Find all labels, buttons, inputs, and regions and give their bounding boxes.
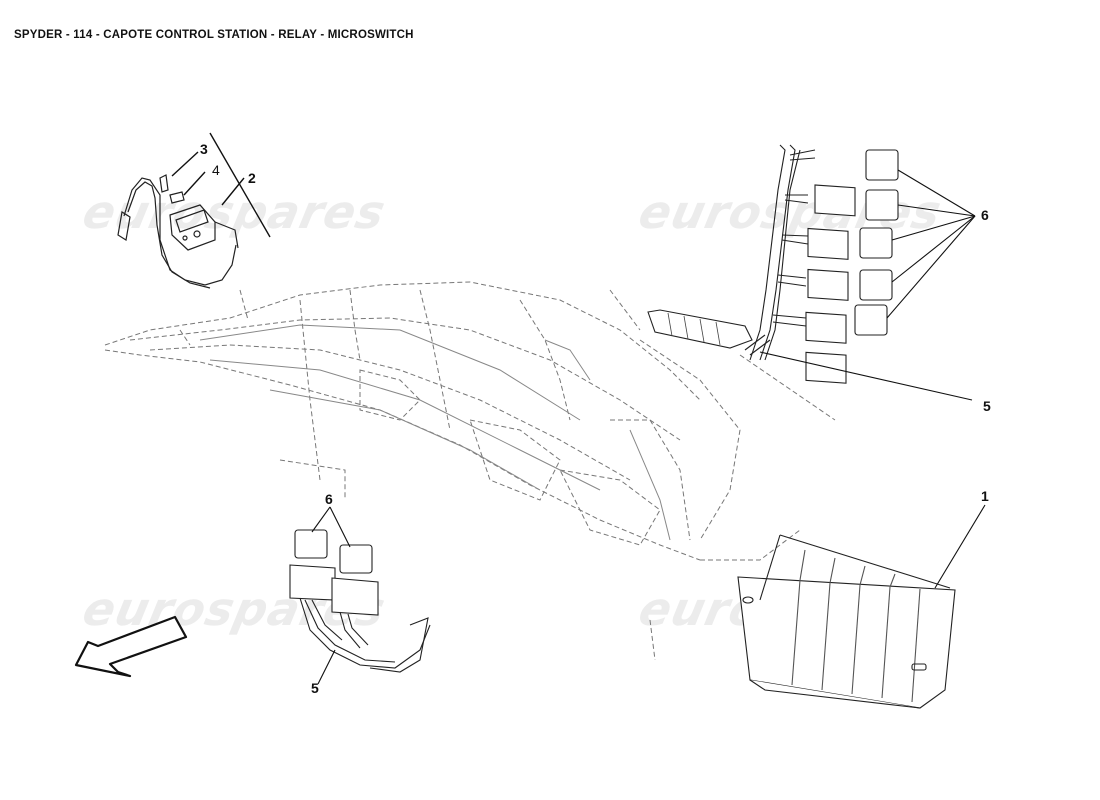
callout-5-top: 5 <box>983 398 991 414</box>
microswitch-body <box>169 204 216 251</box>
relay-cube <box>294 529 328 559</box>
harness-conduit <box>647 309 753 349</box>
screw-3 <box>159 174 169 193</box>
leader-lines-bottom <box>311 506 351 685</box>
relay-bank-bottom <box>289 529 431 673</box>
callout-3: 3 <box>200 141 208 157</box>
callout-1: 1 <box>981 488 989 504</box>
relay-cube <box>339 544 373 574</box>
relay-bank-top <box>647 144 899 384</box>
relay-socket <box>805 184 856 384</box>
harness-conduit <box>369 617 429 673</box>
page-title: SPYDER - 114 - CAPOTE CONTROL STATION - … <box>14 29 414 41</box>
car-body-outline <box>104 281 836 661</box>
callout-6-right: 6 <box>981 207 989 223</box>
callout-4: 4 <box>212 162 220 178</box>
front-direction-arrow-icon <box>74 615 188 678</box>
washer-4 <box>169 191 185 204</box>
car-frame-structure <box>199 324 671 541</box>
callout-5-bottom: 5 <box>311 680 319 696</box>
connector-plug <box>117 211 131 241</box>
relay-cube <box>854 149 899 336</box>
leader-lines-top-left <box>171 132 271 238</box>
callout-6-bottom: 6 <box>325 491 333 507</box>
relay-socket <box>331 577 379 616</box>
relay-socket <box>289 564 336 601</box>
leader-lines-top-right <box>759 169 976 401</box>
leader-line-1 <box>934 504 986 589</box>
callout-2: 2 <box>248 170 256 186</box>
microswitch-assembly <box>117 174 239 289</box>
control-station-unit <box>737 534 956 709</box>
